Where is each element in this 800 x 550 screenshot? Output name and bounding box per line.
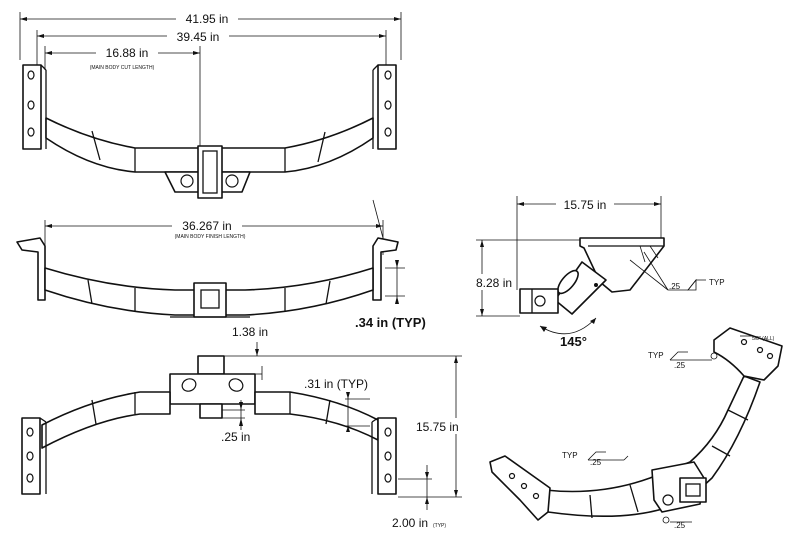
iso-weld-size-1: .25 xyxy=(590,458,602,467)
iso-weld-note-1: TYP xyxy=(562,451,578,460)
left-flange xyxy=(16,237,46,301)
dim-overall-width: 41.95 in xyxy=(186,12,229,26)
iso-main-tube xyxy=(544,375,761,518)
iso-weld-size-2: .25 xyxy=(674,361,686,370)
iso-receiver-tube xyxy=(679,477,707,503)
dim-receiver-offset: 1.38 in xyxy=(232,325,268,339)
side-view: 15.75 in 8.28 in .25 TYP 145° xyxy=(470,196,725,349)
bracket-hole xyxy=(27,70,35,80)
right-flange xyxy=(372,237,399,301)
plan-cross-tube xyxy=(41,391,171,449)
dim-flange-thickness: .34 in (TYP) xyxy=(355,315,426,330)
dim-finish-length: 36.267 in xyxy=(182,219,231,233)
dim-side-height: 8.28 in xyxy=(476,276,512,290)
dim-bracket-span: 39.45 in xyxy=(177,30,220,44)
bracket-hole xyxy=(27,100,35,110)
dim-tab-size: .25 in xyxy=(221,430,250,444)
receiver-tube xyxy=(197,145,223,199)
cross-tube xyxy=(45,117,374,173)
iso-bracket-note: 5/8" (ALL) xyxy=(752,336,775,342)
bracket-hole xyxy=(384,70,392,80)
iso-right-bracket xyxy=(713,327,783,381)
iso-weld-size-3: .25 xyxy=(674,521,686,530)
dim-plan-depth: 15.75 in xyxy=(416,420,459,434)
iso-weld-note-2: TYP xyxy=(648,351,664,360)
plan-receiver xyxy=(197,355,225,375)
note-hole-offset: (TYP) xyxy=(433,523,446,529)
plan-view: 1.38 in 15.75 in .25 in .31 in xyxy=(21,325,476,530)
side-weld-note: TYP xyxy=(709,278,725,287)
dim-plate-thickness: .31 in (TYP) xyxy=(304,377,368,391)
dim-main-body-cut: 16.88 in xyxy=(106,46,149,60)
iso-view: 5/8" (ALL) TYP .25 TYP .25 .25 xyxy=(489,327,783,530)
front-receiver xyxy=(193,282,227,318)
dim-side-angle: 145° xyxy=(560,334,587,349)
top-view: 41.95 in 39.45 in 16.88 in (MAIN BODY CU… xyxy=(19,11,402,199)
side-weld-size: .25 xyxy=(669,282,681,291)
note-main-body-cut: (MAIN BODY CUT LENGTH) xyxy=(90,65,155,71)
bracket-hole xyxy=(384,127,392,137)
note-finish-length: (MAIN BODY FINISH LENGTH) xyxy=(175,234,246,240)
dim-hole-offset: 2.00 in xyxy=(392,516,428,530)
bracket-hole xyxy=(384,100,392,110)
front-view: 36.267 in (MAIN BODY FINISH LENGTH) .34 … xyxy=(16,199,426,330)
dim-side-length: 15.75 in xyxy=(564,198,607,212)
iso-left-bracket xyxy=(489,455,551,521)
bracket-hole xyxy=(27,127,35,137)
